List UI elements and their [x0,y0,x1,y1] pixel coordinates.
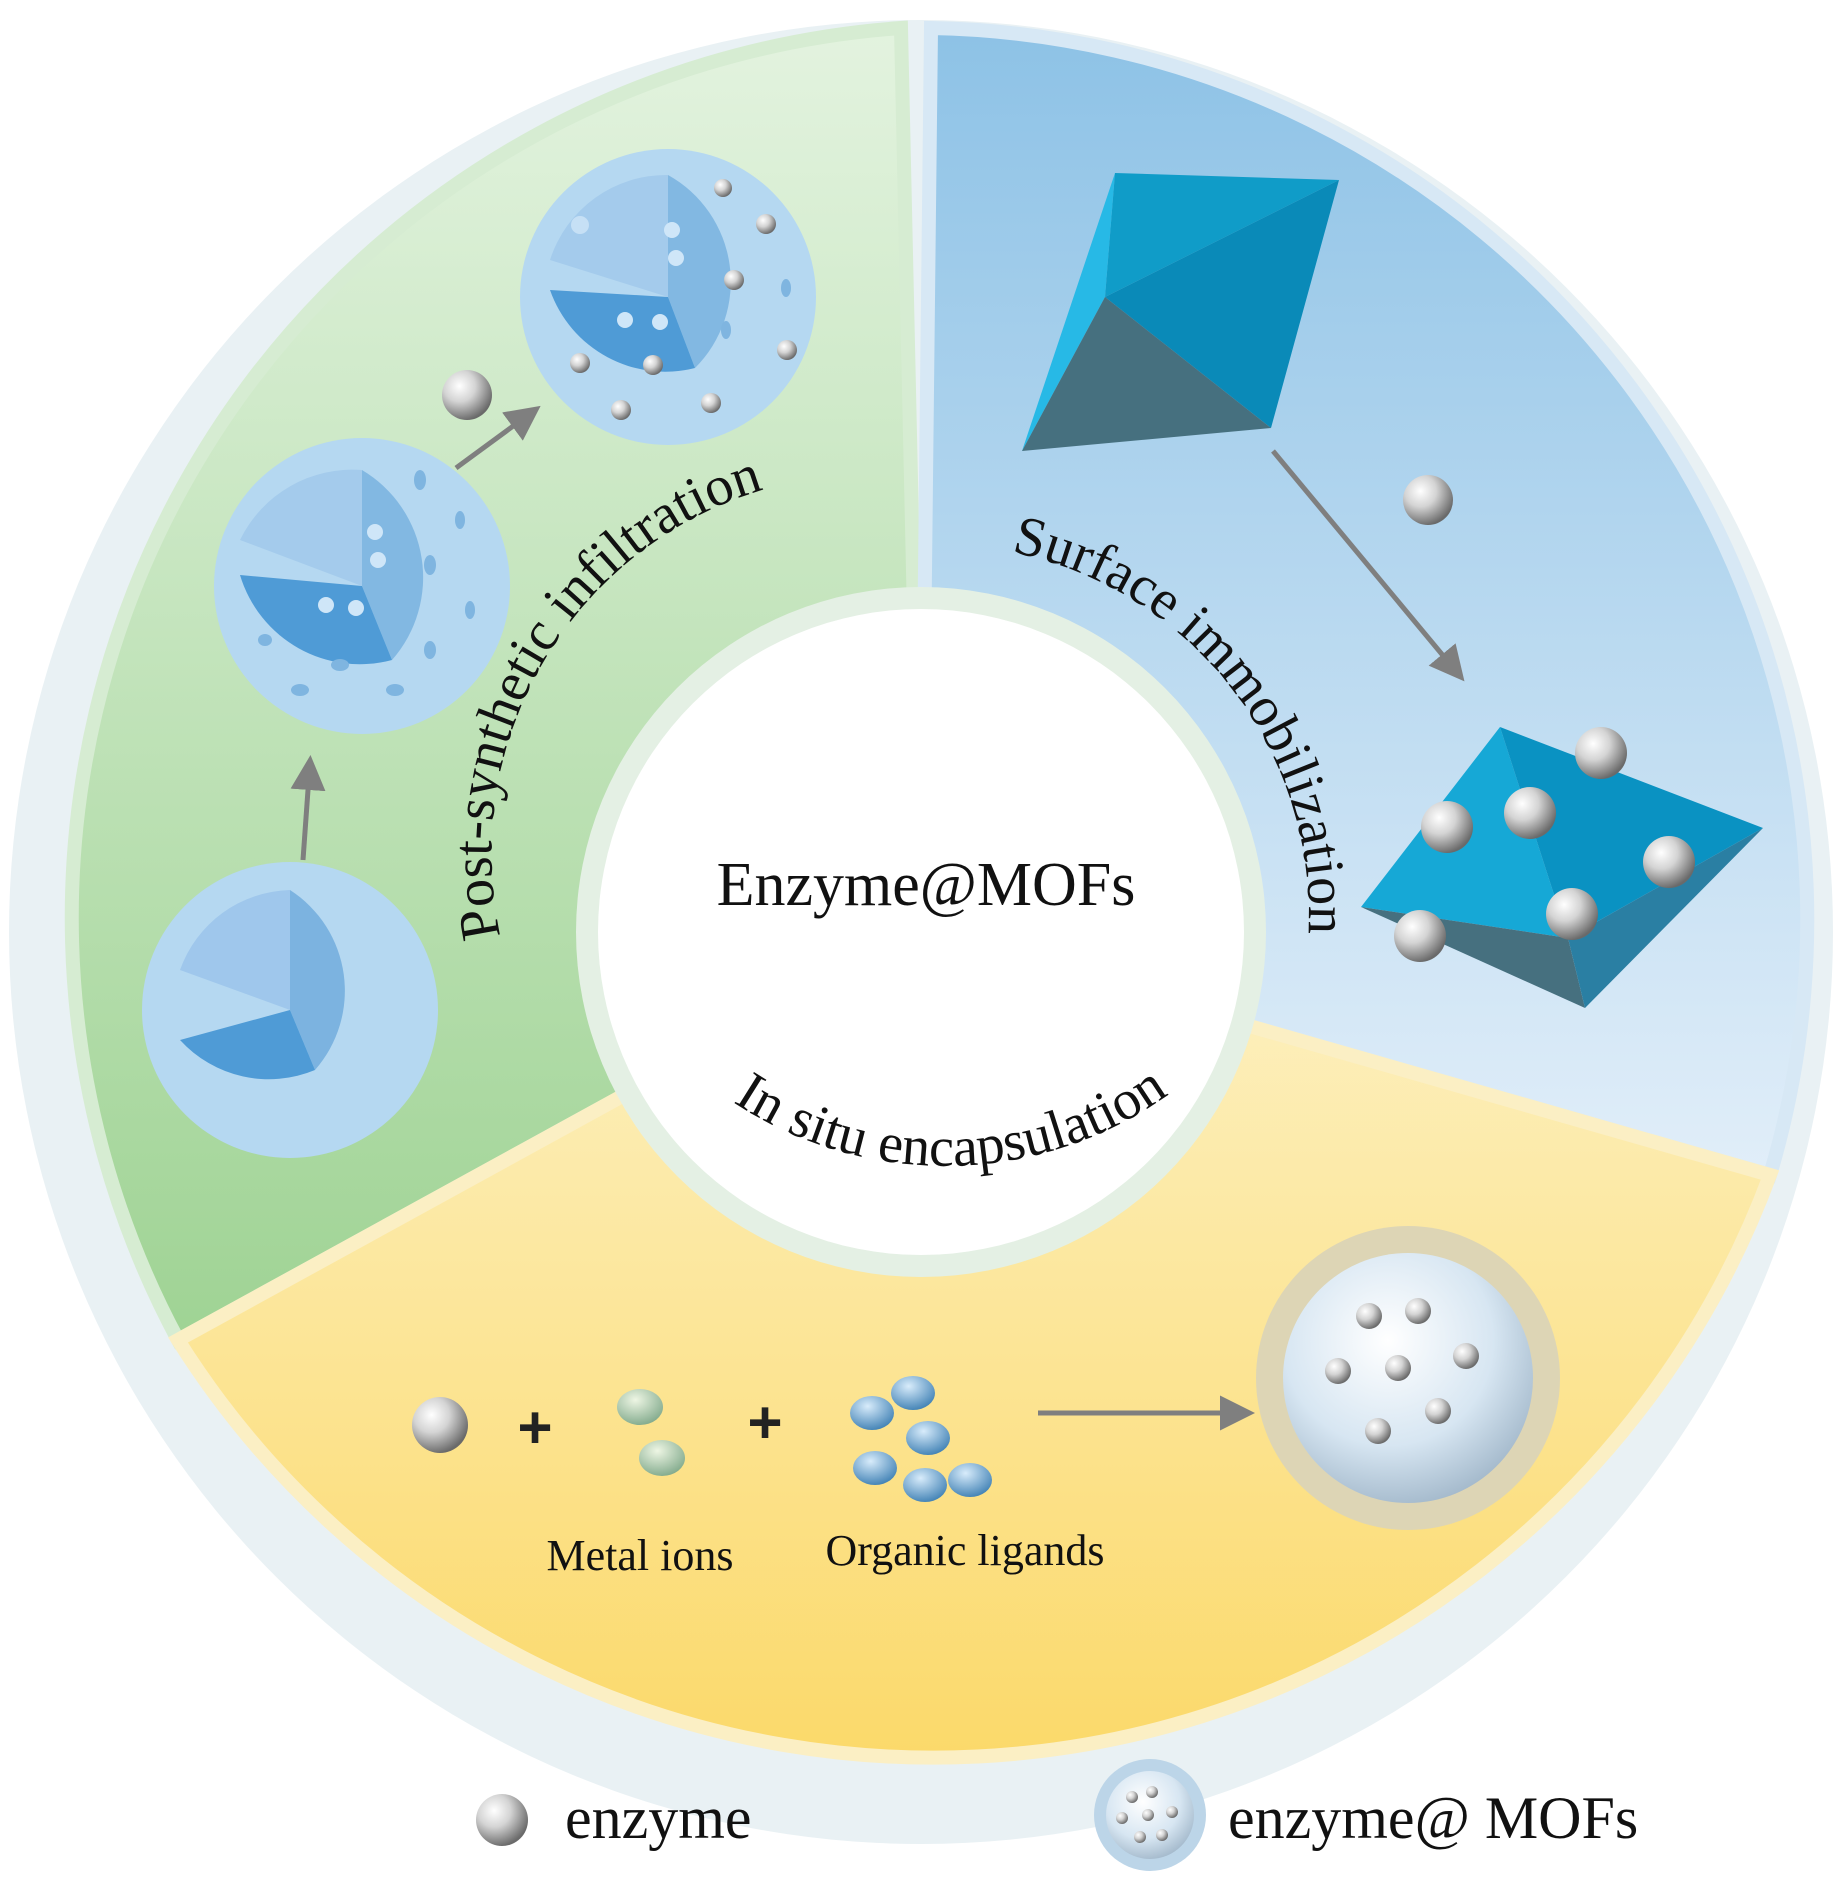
arrow-diagonal [454,405,541,471]
enzyme-ball [1546,888,1598,940]
organic-ligands-label: Organic ligands [825,1526,1104,1575]
enzyme-ball [1453,1343,1479,1369]
mof-sphere-porous [214,438,510,734]
legend-enzyme-mofs-label: enzyme@ MOFs [1228,1785,1638,1851]
metal-ion [617,1389,663,1425]
enzyme-ball [643,355,663,375]
enzyme-ball [777,340,797,360]
organic-ligands-cluster [850,1376,992,1502]
enzyme-ball [611,400,631,420]
enzyme-ball [1385,1355,1411,1381]
enzyme-ball [714,179,732,197]
enzyme-ball [1643,836,1695,888]
metal-ion [639,1440,685,1476]
legend-enzyme-label: enzyme [565,1785,752,1851]
enzyme-mof-capsule [1256,1226,1560,1530]
center-title: Enzyme@MOFs [717,851,1136,919]
enzyme-ball [1356,1303,1382,1329]
mof-sphere-empty [142,862,438,1158]
enzyme-ball [1325,1358,1351,1384]
enzyme-ball [570,353,590,373]
enzyme-ball [442,370,492,420]
mof-sphere-loaded [520,149,816,445]
legend-enzyme-mofs-icon [1094,1759,1206,1871]
enzyme-ball [1365,1418,1391,1444]
enzyme-ball [724,270,744,290]
enzyme-ball [1405,1298,1431,1324]
enzyme-ball [412,1397,468,1453]
arrow-up [290,755,326,861]
sector-in-situ [168,924,1780,1765]
enzyme-ball [1394,910,1446,962]
enzyme-ball [1575,727,1627,779]
arrow-down-right [1271,449,1465,682]
enzyme-ball [1425,1398,1451,1424]
enzyme-ball [756,214,776,234]
center-circle [598,609,1244,1255]
octahedron-crystal [1022,173,1339,451]
legend-enzyme-icon [476,1794,528,1846]
metal-ions-label: Metal ions [547,1531,734,1580]
enzyme-ball [1403,475,1453,525]
plus-symbol: + [747,1389,782,1456]
enzyme-ball [1504,787,1556,839]
plus-symbol: + [517,1394,552,1461]
enzyme-ball [1421,801,1473,853]
enzyme-ball [701,393,721,413]
